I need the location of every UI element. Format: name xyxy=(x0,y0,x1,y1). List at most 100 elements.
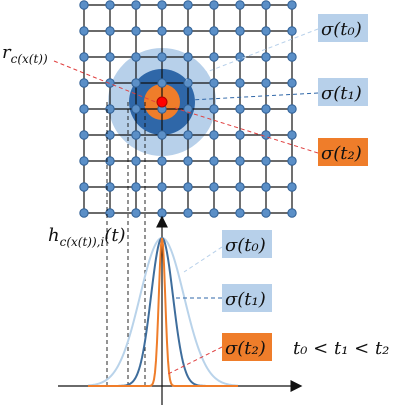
grid-node xyxy=(131,208,141,218)
grid-node xyxy=(287,182,297,192)
grid-node xyxy=(183,182,193,192)
grid-node xyxy=(79,156,89,166)
grid-node xyxy=(183,208,193,218)
grid-node xyxy=(183,156,193,166)
grid-node xyxy=(287,104,297,114)
grid-node xyxy=(105,78,115,88)
grid-node xyxy=(209,78,219,88)
grid-node xyxy=(235,26,245,36)
grid-nodes xyxy=(79,0,297,218)
grid-node xyxy=(209,208,219,218)
grid-node xyxy=(79,208,89,218)
grid-node xyxy=(105,208,115,218)
grid-node xyxy=(235,182,245,192)
grid-node xyxy=(105,130,115,140)
plot-leader-t2 xyxy=(167,346,223,375)
grid-node xyxy=(209,182,219,192)
grid-node xyxy=(287,0,297,10)
grid-leader-t1 xyxy=(189,92,319,101)
grid-node xyxy=(261,26,271,36)
grid-node xyxy=(131,156,141,166)
grid-node xyxy=(235,208,245,218)
grid-label-sigma-t2: σ(t₂) xyxy=(321,143,362,164)
plot-label-box-t1 xyxy=(222,284,272,312)
time-inequality: t₀ < t₁ < t₂ xyxy=(293,338,389,359)
grid-leader-t0 xyxy=(185,28,319,81)
grid-leader-t2 xyxy=(174,107,319,154)
grid-node xyxy=(79,104,89,114)
grid-node xyxy=(157,78,167,88)
grid-node xyxy=(105,156,115,166)
grid-node xyxy=(209,130,219,140)
grid-node xyxy=(157,208,167,218)
grid-node xyxy=(287,78,297,88)
h-axis-label: hc(x(t)),i(t) xyxy=(48,225,126,249)
grid-node xyxy=(183,0,193,10)
plot-label-box-t2 xyxy=(222,333,272,361)
grid-node xyxy=(235,0,245,10)
grid-node xyxy=(235,78,245,88)
grid-node xyxy=(209,104,219,114)
grid-node xyxy=(131,78,141,88)
curve-sigma-t2 xyxy=(88,237,238,387)
plot-label-sigma-t2: σ(t₂) xyxy=(225,338,266,359)
grid-node xyxy=(105,26,115,36)
grid-node xyxy=(287,130,297,140)
grid-node xyxy=(79,130,89,140)
grid-node xyxy=(183,52,193,62)
grid-node xyxy=(79,0,89,10)
grid-node xyxy=(261,208,271,218)
grid-label-box-t0 xyxy=(318,14,368,42)
grid-node xyxy=(105,104,115,114)
grid-node xyxy=(287,208,297,218)
grid-node xyxy=(79,78,89,88)
grid-label-sigma-t1: σ(t₁) xyxy=(321,83,362,104)
grid-node xyxy=(131,0,141,10)
grid-node xyxy=(209,26,219,36)
grid-node xyxy=(287,156,297,166)
grid-node xyxy=(183,104,193,114)
grid-node xyxy=(209,156,219,166)
grid-node xyxy=(79,52,89,62)
grid-node xyxy=(261,104,271,114)
grid-node xyxy=(235,156,245,166)
grid-node xyxy=(235,104,245,114)
winner-node xyxy=(156,96,168,108)
grid-node xyxy=(261,78,271,88)
grid-node xyxy=(235,130,245,140)
grid-node xyxy=(79,26,89,36)
grid-node xyxy=(261,0,271,10)
grid-node xyxy=(261,52,271,62)
grid-node xyxy=(157,52,167,62)
plot-leader-t0 xyxy=(183,246,223,273)
grid-label-box-t1 xyxy=(318,78,368,106)
r-connector xyxy=(53,60,159,104)
r-label: rc(x(t)) xyxy=(2,42,48,66)
grid-node xyxy=(287,52,297,62)
grid-node xyxy=(157,0,167,10)
grid-node xyxy=(157,130,167,140)
grid-node xyxy=(261,182,271,192)
grid-node xyxy=(183,26,193,36)
grid-node xyxy=(131,104,141,114)
grid-node xyxy=(79,182,89,192)
plot-label-sigma-t0: σ(t₀) xyxy=(225,235,266,256)
grid-node xyxy=(209,0,219,10)
plot-label-box-t0 xyxy=(222,230,272,258)
grid-node xyxy=(183,130,193,140)
grid-node xyxy=(105,52,115,62)
grid-node xyxy=(131,26,141,36)
plot-label-sigma-t1: σ(t₁) xyxy=(225,289,266,310)
grid-node xyxy=(105,182,115,192)
grid-label-sigma-t0: σ(t₀) xyxy=(321,19,362,40)
grid-node xyxy=(157,156,167,166)
grid-node xyxy=(131,130,141,140)
grid-node xyxy=(157,26,167,36)
grid-label-box-t2 xyxy=(318,138,368,166)
grid-node xyxy=(287,26,297,36)
grid-node xyxy=(105,0,115,10)
grid-node xyxy=(131,52,141,62)
grid-node xyxy=(209,52,219,62)
